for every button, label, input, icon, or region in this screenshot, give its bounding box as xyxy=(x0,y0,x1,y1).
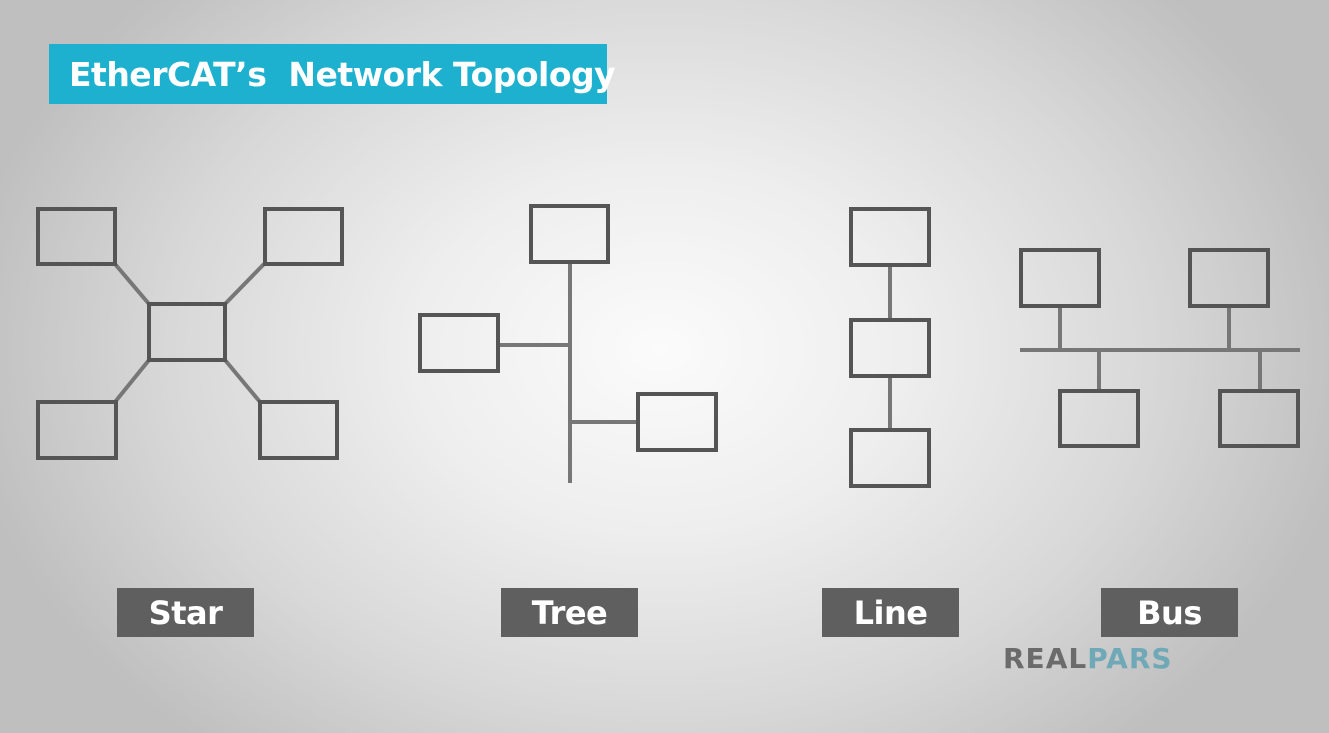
label-tree: Tree xyxy=(501,588,638,637)
bus-node-bottom-left xyxy=(1058,389,1140,448)
line-node-2 xyxy=(849,318,931,378)
tree-node-root xyxy=(529,204,610,264)
bus-node-bottom-right xyxy=(1218,389,1300,448)
star-hub xyxy=(147,302,227,362)
line-node-3 xyxy=(849,428,931,488)
star-node-bottom-right xyxy=(258,400,339,460)
bus-node-top-right xyxy=(1188,248,1270,308)
star-node-top-left xyxy=(36,207,117,266)
label-star: Star xyxy=(117,588,254,637)
label-bus: Bus xyxy=(1101,588,1238,637)
star-node-top-right xyxy=(263,207,344,266)
star-node-bottom-left xyxy=(36,400,118,460)
tree-diagram xyxy=(418,204,718,483)
line-diagram xyxy=(849,207,931,488)
logo-part-real: REAL xyxy=(1003,642,1088,675)
bus-diagram xyxy=(1019,248,1300,448)
label-line: Line xyxy=(822,588,959,637)
star-diagram xyxy=(36,207,344,460)
realpars-logo: REAL PARS xyxy=(1003,644,1173,674)
bus-node-top-left xyxy=(1019,248,1101,308)
tree-node-right xyxy=(636,392,718,452)
tree-node-left xyxy=(418,313,500,373)
title-banner: EtherCAT’s Network Topology xyxy=(49,44,616,104)
logo-part-pars: PARS xyxy=(1087,642,1173,675)
line-node-1 xyxy=(849,207,931,267)
